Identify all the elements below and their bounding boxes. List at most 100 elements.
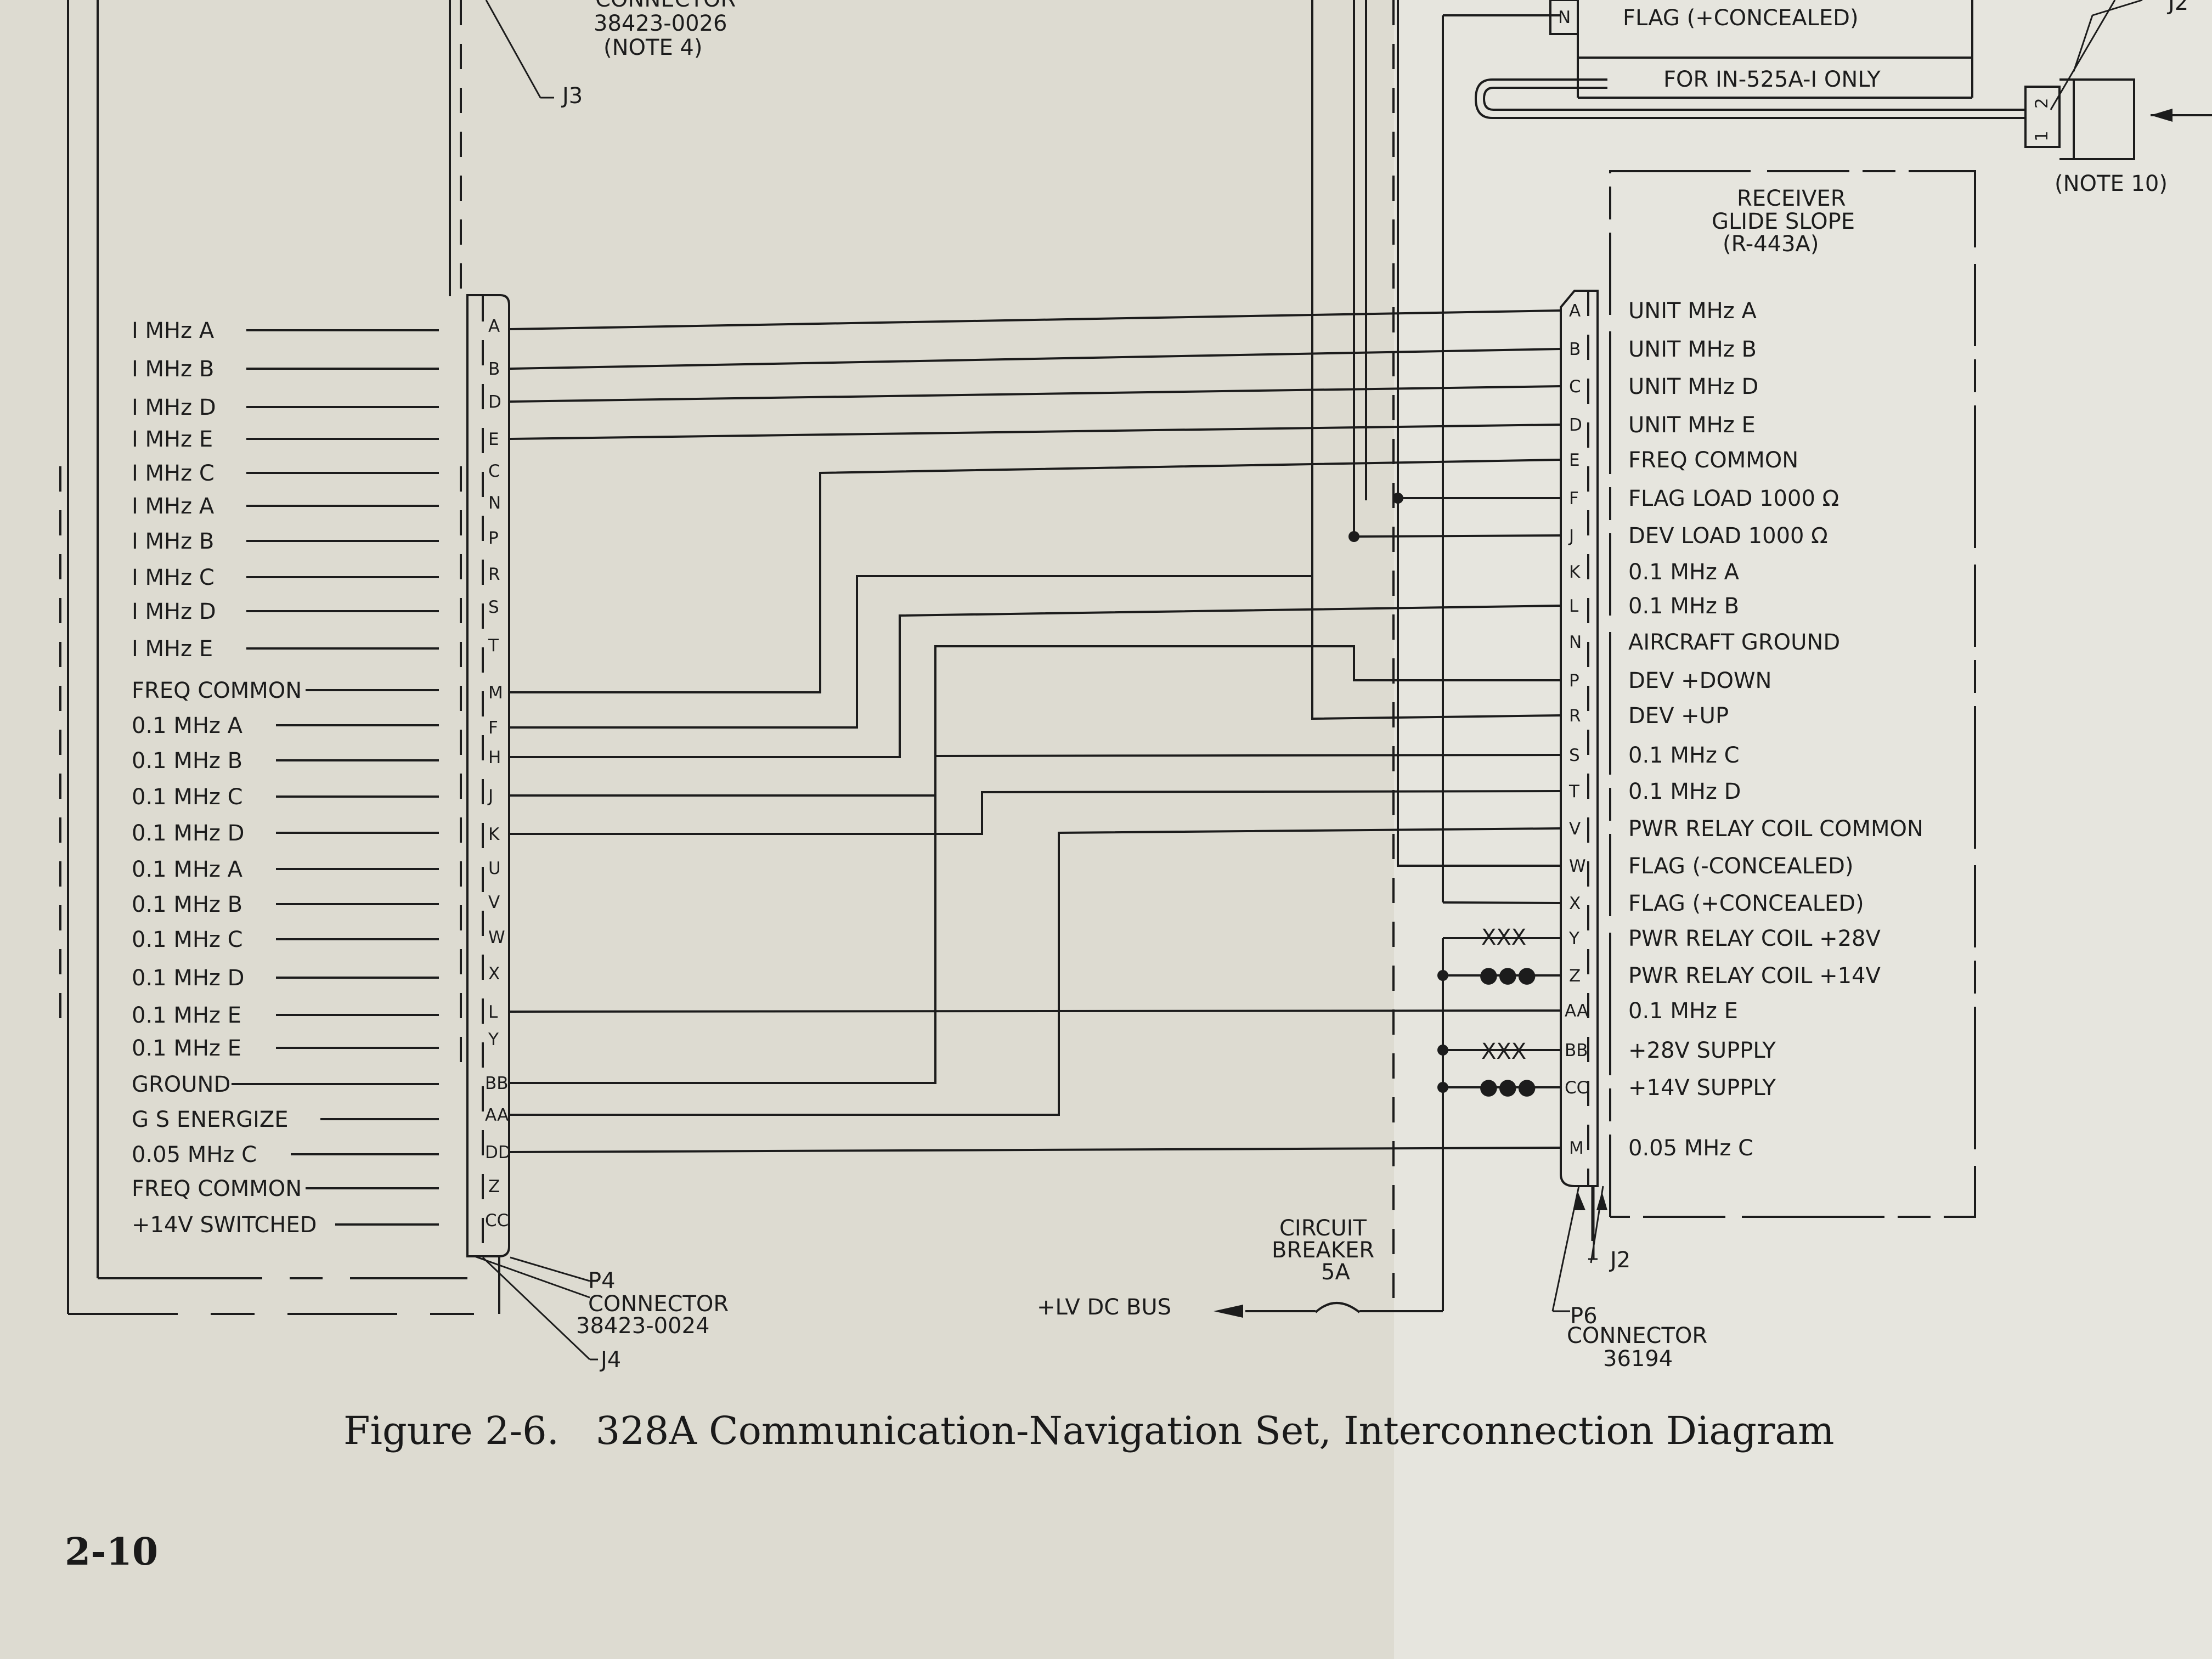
p6-pin-label: X bbox=[1569, 894, 1581, 913]
receiver-title-1: RECEIVER bbox=[1737, 186, 1846, 211]
p4-pin-label: F bbox=[488, 718, 498, 738]
wire bbox=[510, 575, 1561, 729]
p6-pin-label: AA bbox=[1565, 1001, 1588, 1021]
wire bbox=[510, 827, 1561, 1116]
flag-box: N FLAG (+CONCEALED) FOR IN-525A-I ONLY 2… bbox=[1474, 0, 2212, 196]
left-label: 0.1 MHz D bbox=[132, 966, 244, 991]
p6-pin-label: F bbox=[1569, 489, 1579, 509]
flag-box-note: FOR IN-525A-I ONLY bbox=[1663, 67, 1881, 92]
p6-pin-label: V bbox=[1569, 819, 1581, 839]
wire bbox=[510, 348, 1561, 370]
p6-pin-label: CC bbox=[1565, 1078, 1588, 1098]
p6-pin-label: Y bbox=[1568, 929, 1579, 949]
receiver-signal-label: PWR RELAY COIL +28V bbox=[1628, 926, 1881, 951]
top-connector-note: CONNECTOR 38423-0026 (NOTE 4) J3 bbox=[485, 0, 736, 109]
p6-pin-label: W bbox=[1569, 856, 1586, 876]
left-label: I MHz C bbox=[132, 565, 215, 590]
p4-connector-block bbox=[466, 294, 510, 1257]
left-label: G S ENERGIZE bbox=[132, 1107, 289, 1132]
breaker-label-1: CIRCUIT bbox=[1279, 1216, 1367, 1241]
figure-caption: Figure 2-6. 328A Communication-Navigatio… bbox=[343, 1408, 1834, 1453]
left-label: +14V SWITCHED bbox=[132, 1212, 317, 1238]
junction-dot bbox=[1437, 1082, 1448, 1093]
p6-label-1: P6 bbox=[1570, 1304, 1598, 1329]
wire bbox=[510, 605, 1561, 758]
p4-pin-label: D bbox=[488, 392, 501, 412]
receiver-signal-label: FLAG (-CONCEALED) bbox=[1628, 854, 1854, 879]
p4-label-1: P4 bbox=[588, 1268, 616, 1294]
wire bbox=[1353, 534, 1561, 538]
p6-pin-label: A bbox=[1569, 301, 1581, 321]
mark-cc: ●●● bbox=[1479, 1074, 1537, 1099]
p6-pin-label: L bbox=[1569, 596, 1579, 616]
left-label: 0.1 MHz D bbox=[132, 821, 244, 846]
p4-pin-label: R bbox=[488, 565, 500, 584]
p6-pin-label: P bbox=[1569, 671, 1579, 691]
wire bbox=[510, 754, 1561, 797]
breaker-label-2: BREAKER bbox=[1272, 1238, 1374, 1263]
receiver-signal-label: FLAG (+CONCEALED) bbox=[1628, 891, 1864, 916]
plug-pin-1: 1 bbox=[2032, 131, 2052, 142]
mark-z: ●●● bbox=[1479, 962, 1537, 988]
left-label: I MHz E bbox=[132, 427, 213, 452]
p4-pin-label: U bbox=[488, 859, 501, 878]
p4-label-2: CONNECTOR bbox=[588, 1291, 729, 1317]
p4-pin-label: W bbox=[488, 928, 505, 947]
left-label: 0.1 MHz C bbox=[132, 785, 243, 810]
p4-pin-label: Z bbox=[488, 1177, 500, 1197]
receiver-signal-label: PWR RELAY COIL COMMON bbox=[1628, 816, 1923, 842]
wire bbox=[510, 790, 1561, 835]
left-label: I MHz D bbox=[132, 599, 216, 624]
p6-pin-label: D bbox=[1569, 415, 1582, 435]
receiver-signal-label: UNIT MHz E bbox=[1628, 413, 1756, 438]
left-label: I MHz C bbox=[132, 461, 215, 486]
p6-pin-label: T bbox=[1568, 782, 1580, 802]
left-label: FREQ COMMON bbox=[132, 1176, 302, 1201]
junction-dot bbox=[1392, 493, 1403, 504]
receiver-signal-label: UNIT MHz A bbox=[1628, 298, 1757, 324]
left-label: I MHz A bbox=[132, 318, 215, 343]
left-label: 0.1 MHz E bbox=[132, 1036, 241, 1061]
left-label: I MHz E bbox=[132, 636, 213, 662]
left-label: I MHz B bbox=[132, 529, 214, 554]
p6-label-3: 36194 bbox=[1603, 1346, 1673, 1372]
p4-pin-label: K bbox=[488, 825, 500, 844]
p6-connector-block bbox=[1560, 290, 1599, 1187]
p4-pin-label: N bbox=[488, 493, 501, 513]
left-label: GROUND bbox=[132, 1072, 230, 1097]
top-connector-label: CONNECTOR bbox=[595, 0, 736, 12]
p4-pin-label: H bbox=[488, 748, 501, 768]
receiver-signal-label: 0.1 MHz D bbox=[1628, 779, 1741, 804]
left-label: 0.1 MHz C bbox=[132, 927, 243, 952]
left-label: 0.1 MHz B bbox=[132, 748, 242, 774]
p6-pin-label: R bbox=[1569, 706, 1581, 726]
receiver-signal-label: DEV +UP bbox=[1628, 703, 1729, 729]
left-unit-frame bbox=[59, 0, 500, 1315]
p4-pin-label: P bbox=[488, 528, 499, 548]
junction-dot bbox=[1437, 1045, 1448, 1056]
upper-vertical-wires bbox=[1311, 0, 1561, 1317]
left-label: 0.1 MHz A bbox=[132, 713, 243, 738]
receiver-signal-label: 0.05 MHz C bbox=[1628, 1136, 1753, 1161]
left-label: 0.1 MHz A bbox=[132, 857, 243, 882]
p4-pin-label: B bbox=[488, 359, 500, 379]
interconnect-wires bbox=[510, 309, 1561, 1311]
junction-dot bbox=[1348, 531, 1359, 542]
receiver-title-2: GLIDE SLOPE bbox=[1712, 209, 1855, 234]
p6-pin-label: M bbox=[1569, 1138, 1584, 1158]
paper-left-page bbox=[0, 0, 1394, 1659]
mark-bb: XXX bbox=[1481, 1039, 1526, 1064]
p6-pin-label: K bbox=[1569, 562, 1581, 582]
p4-pin-label: V bbox=[488, 893, 500, 912]
receiver-signal-label: 0.1 MHz E bbox=[1628, 998, 1738, 1024]
p6-pin-label: C bbox=[1569, 377, 1581, 397]
receiver-signal-label: AIRCRAFT GROUND bbox=[1628, 630, 1840, 655]
p6-pin-label: N bbox=[1569, 633, 1582, 652]
breaker-label-3: 5A bbox=[1321, 1260, 1350, 1285]
left-label: 0.05 MHz C bbox=[132, 1142, 257, 1167]
left-label: I MHz D bbox=[132, 395, 216, 420]
wire bbox=[510, 424, 1561, 440]
